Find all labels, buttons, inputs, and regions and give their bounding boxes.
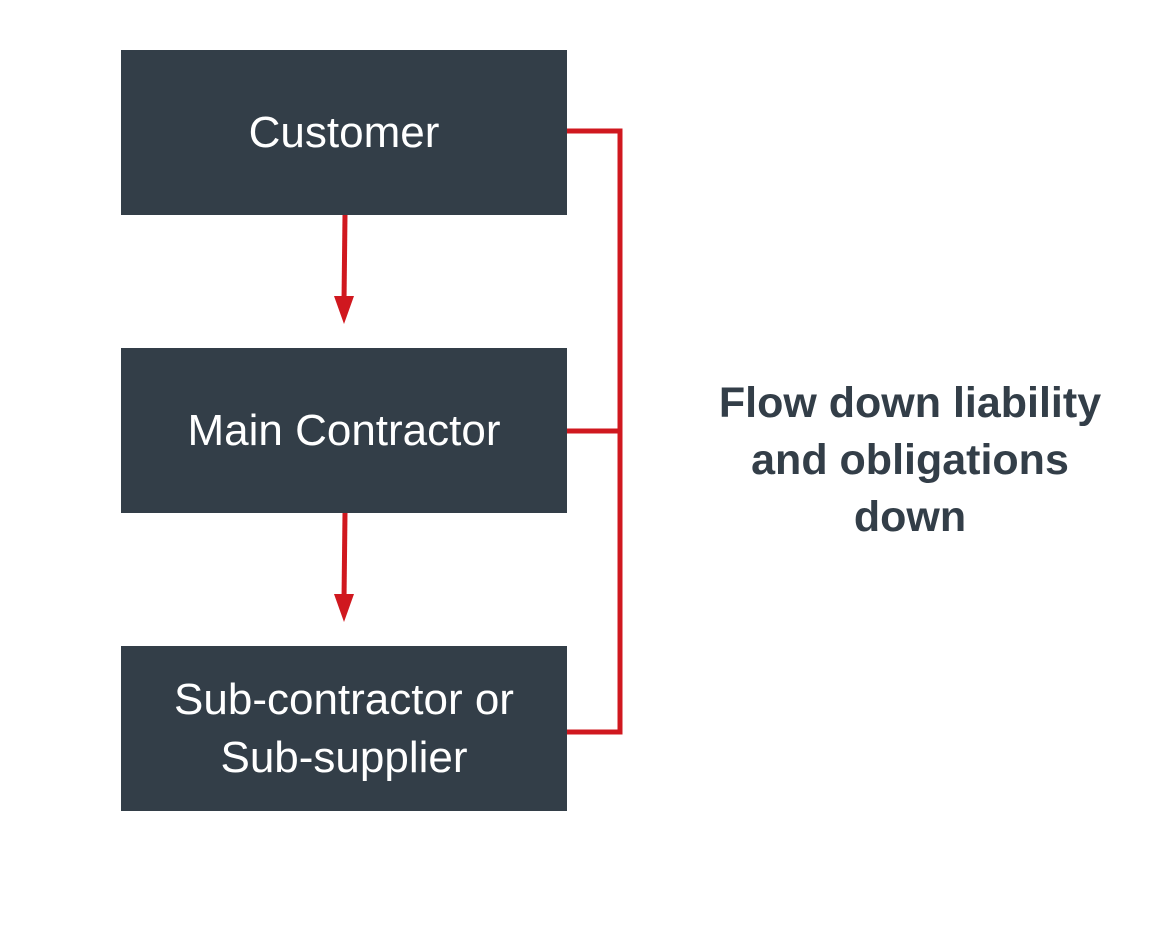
sub-contractor-label: Sub-contractor or Sub-supplier xyxy=(174,671,514,787)
arrowhead-customer-to-main xyxy=(334,296,354,324)
caption-line-2: and obligations xyxy=(751,436,1069,484)
caption-line-1: Flow down liability xyxy=(718,379,1102,427)
caption-line-3: down xyxy=(853,493,967,541)
arrowhead-main-to-sub xyxy=(334,594,354,622)
customer-label: Customer xyxy=(248,107,440,157)
customer-box: Customer xyxy=(121,50,567,215)
arrow-customer-to-main xyxy=(341,214,348,303)
sub-contractor-label-line-1: Sub-contractor or xyxy=(174,674,514,724)
sub-contractor-label-line-2: Sub-supplier xyxy=(220,732,468,782)
sub-contractor-box: Sub-contractor or Sub-supplier xyxy=(121,646,567,811)
flow-down-caption: Flow down liability and obligations down xyxy=(690,375,1130,546)
main-contractor-label: Main Contractor xyxy=(187,405,501,455)
arrow-main-to-sub xyxy=(341,512,348,601)
main-contractor-box: Main Contractor xyxy=(121,348,567,513)
